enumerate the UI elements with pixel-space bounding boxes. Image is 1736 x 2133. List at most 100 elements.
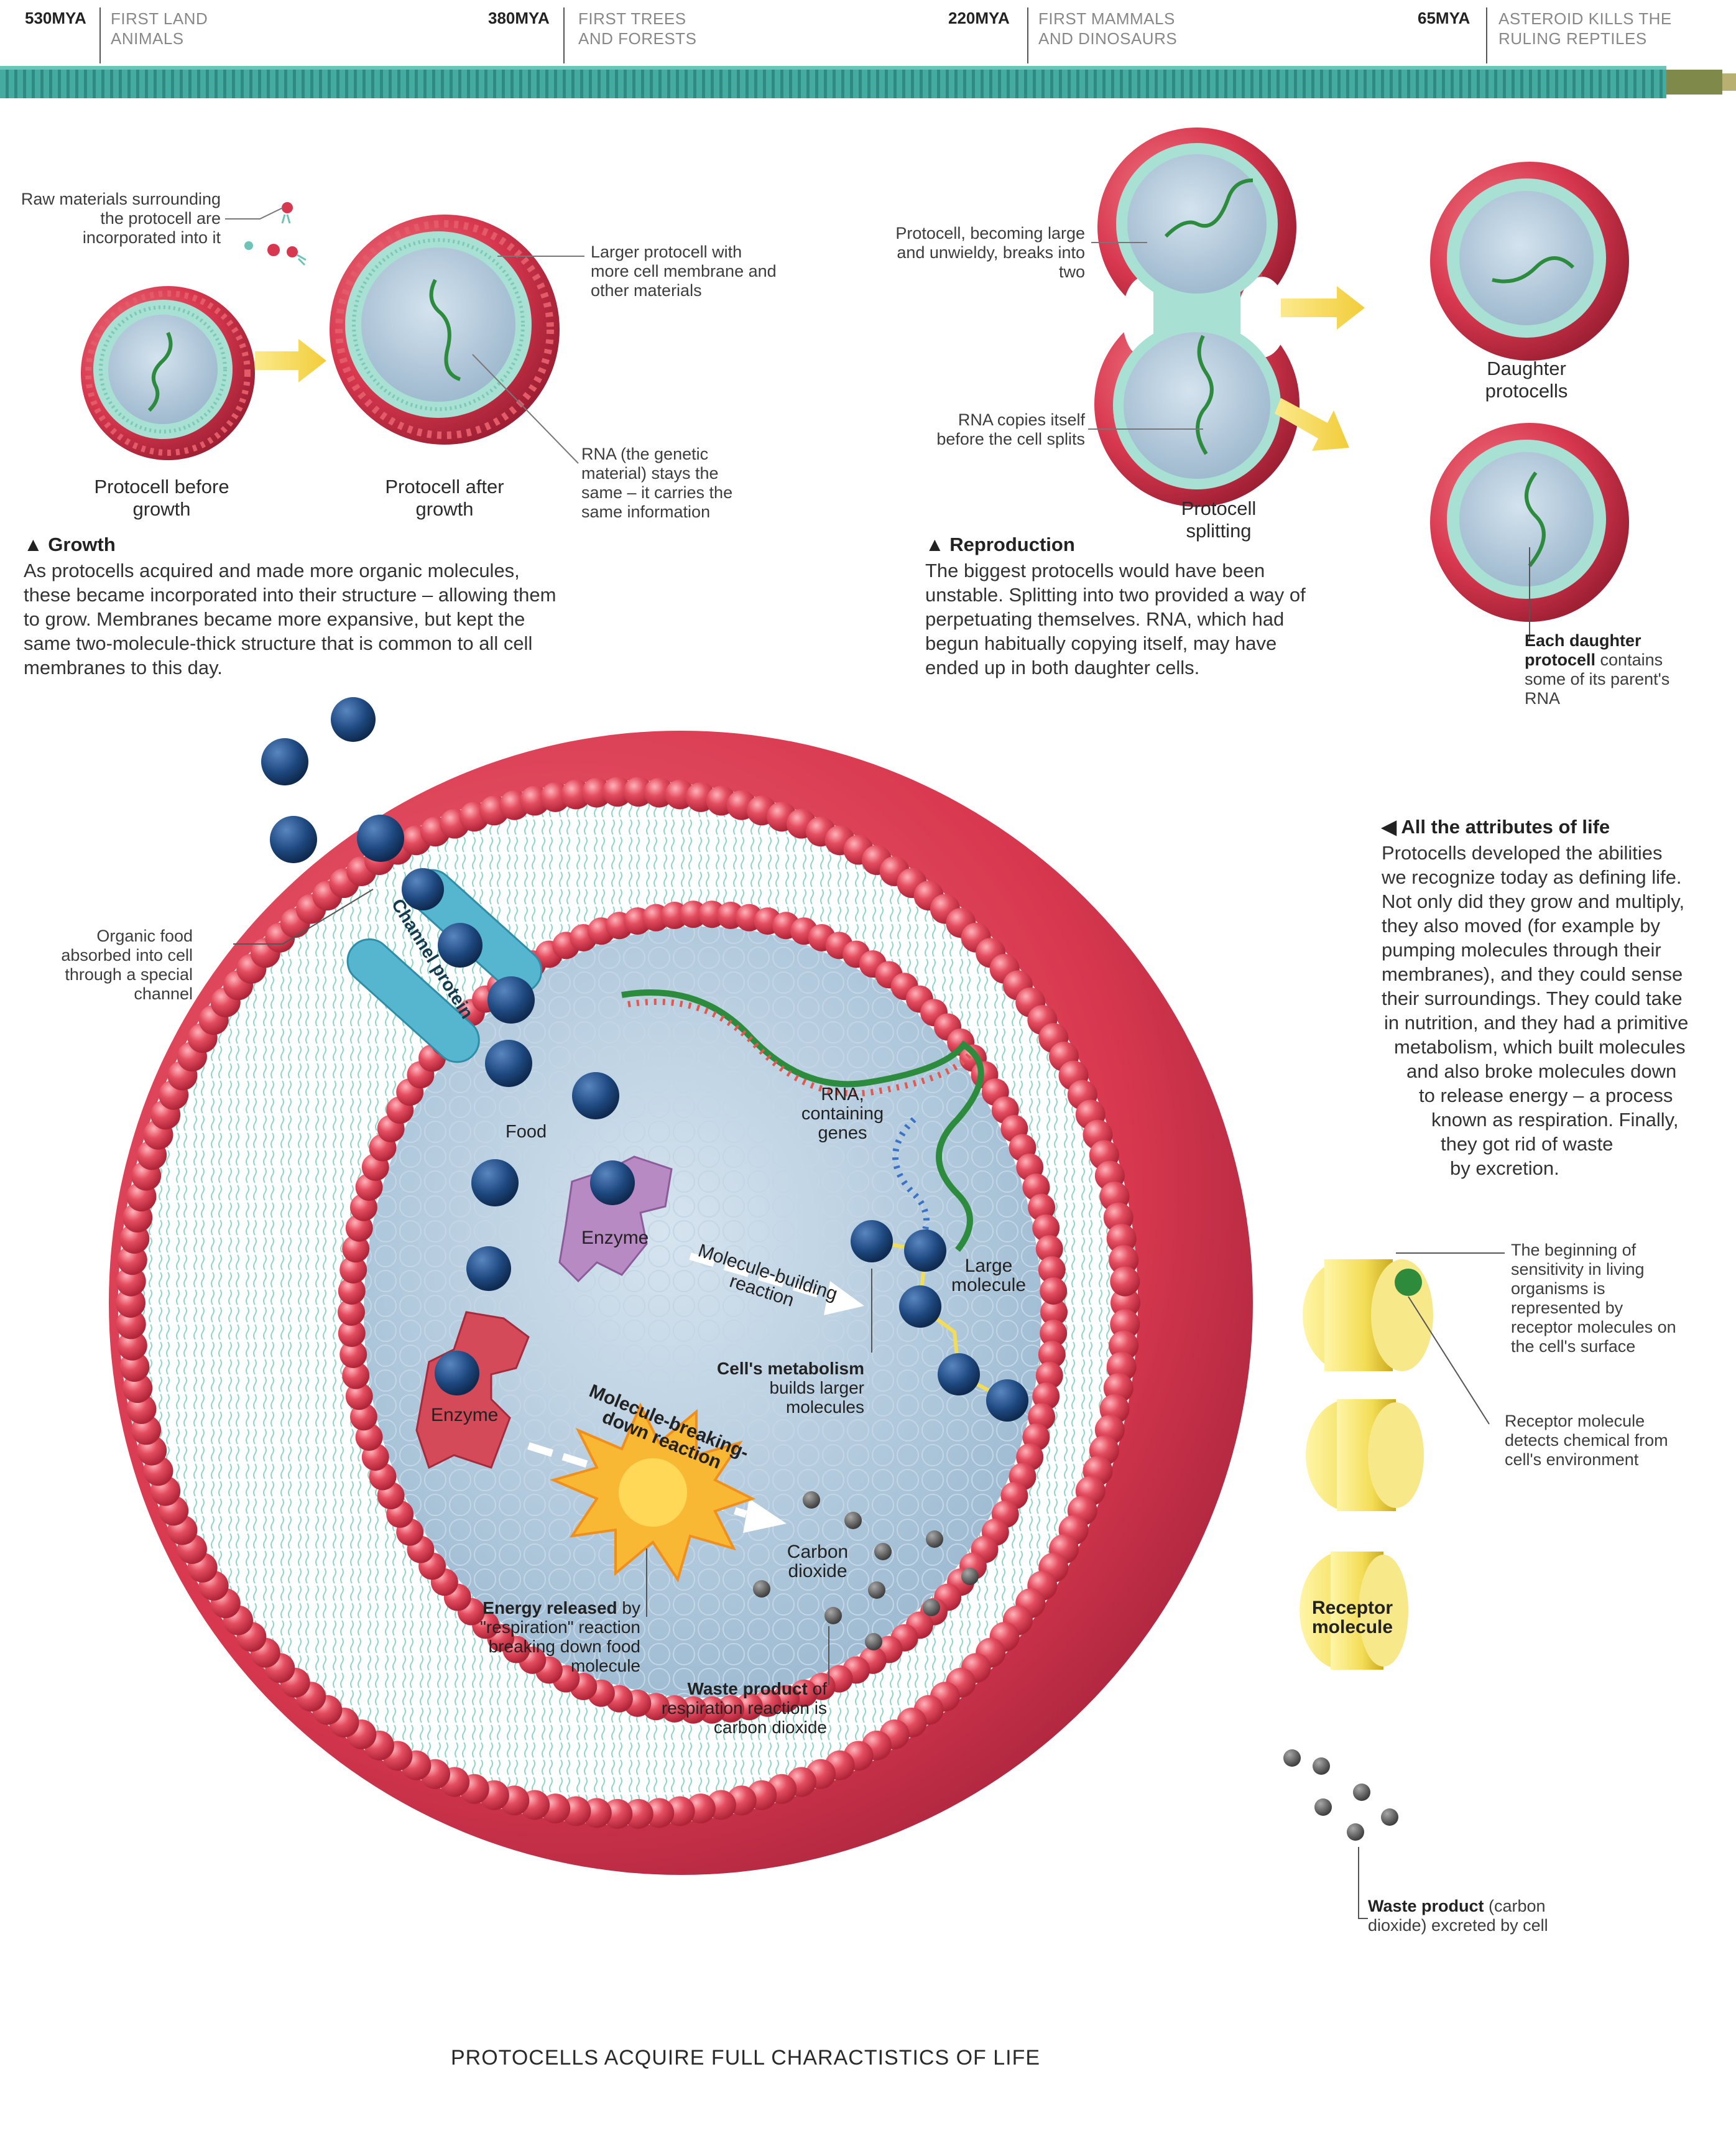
membrane-bead [1110, 1288, 1140, 1318]
before-growth-caption: Protocell before growth [94, 476, 229, 520]
food-molecules [261, 697, 619, 1291]
membrane-bead [1035, 1361, 1063, 1389]
timeline-tick [99, 7, 101, 63]
attributes-line: by excretion. [1450, 1157, 1559, 1179]
membrane-bead [603, 777, 633, 807]
membrane-bead [698, 1696, 726, 1724]
receptor-detects-label: Receptor molecule detects chemical from … [1505, 1412, 1668, 1469]
carbon-dioxide-molecules [753, 1491, 979, 1650]
membrane-bead [1110, 1309, 1140, 1339]
food-label: Food [506, 1122, 547, 1142]
protocell-before-growth [81, 286, 255, 460]
attributes-line: to release energy – a process [1419, 1085, 1673, 1106]
attributes-line: they also moved (for example by [1382, 915, 1660, 937]
membrane-bead [1035, 1235, 1063, 1263]
split-arrow-upper [1281, 286, 1365, 330]
protocell-after-growth [330, 215, 560, 445]
building-arrow [689, 1252, 864, 1315]
membrane-bead [1038, 1341, 1066, 1369]
enzyme-label-2: Enzyme [431, 1405, 499, 1425]
timeline-tick [1486, 7, 1487, 63]
attributes-line: we recognize today as defining life. [1382, 866, 1682, 888]
membrane-bead [338, 1320, 366, 1348]
outer-membrane-beads [116, 777, 1140, 1829]
attributes-line: metabolism, which built molecules [1394, 1036, 1686, 1058]
timeline-date: 220MYA [948, 9, 1010, 27]
attributes-line: their surroundings. They could take [1382, 988, 1683, 1009]
membrane-bead [345, 1382, 373, 1410]
attributes-line: pumping molecules through their [1382, 939, 1661, 961]
waste-excreted-label: Waste product (carbon dioxide) excreted … [1368, 1897, 1548, 1935]
attributes-line: they got rid of waste [1441, 1133, 1614, 1155]
enzyme-red [415, 1311, 530, 1469]
metabolism-label: Cell's metabolism builds larger molecule… [717, 1359, 864, 1417]
reproduction-text: The biggest protocells would have been u… [925, 560, 1306, 678]
rna-same-label: RNA (the genetic material) stays the sam… [581, 445, 733, 521]
large-molecule-label: Large molecule [951, 1256, 1027, 1295]
timeline-bar [0, 66, 1736, 98]
raw-materials [244, 202, 307, 266]
membrane-bead [1040, 1298, 1068, 1326]
larger-protocell-label: Larger protocell with more cell membrane… [591, 243, 777, 300]
large-molecule [851, 1220, 1028, 1422]
protocell-splitting [1094, 127, 1300, 507]
timeline-label: FIRST MAMMALS AND DINOSAURS [1038, 9, 1178, 48]
timeline-tick [1027, 7, 1028, 63]
membrane-bead [349, 1403, 377, 1431]
membrane-bead [117, 1330, 147, 1361]
timeline-label: ASTEROID KILLS THE RULING REPTILES [1498, 9, 1672, 48]
excreted-waste [1283, 1749, 1398, 1841]
top-illustrations [81, 127, 1629, 641]
enzyme-label-1: Enzyme [581, 1228, 649, 1248]
receptor-molecules [1300, 1259, 1433, 1670]
timeline-date: 65MYA [1418, 9, 1471, 27]
attributes-line: in nutrition, and they had a primitive [1384, 1012, 1689, 1034]
daughter-caption: Daughter protocells [1485, 358, 1568, 402]
attributes-line: known as respiration. Finally, [1431, 1109, 1679, 1131]
attributes-line: Not only did they grow and multiply, [1382, 891, 1685, 912]
chemical-signal [1395, 1269, 1422, 1296]
growth-heading: ▲ Growth [24, 534, 116, 555]
membrane-bead [1110, 1266, 1140, 1297]
membrane-bead [1040, 1277, 1068, 1305]
splitting-caption: Protocell splitting [1181, 497, 1257, 542]
membrane-bead [342, 1361, 370, 1389]
attributes-line: Protocells developed the abilities [1382, 842, 1663, 864]
inner-membrane-beads [338, 900, 1068, 1724]
membrane-bead [116, 1288, 145, 1318]
reproduction-heading: ▲ Reproduction [925, 534, 1075, 555]
timeline-date: 530MYA [25, 9, 86, 27]
attributes-line: membranes), and they could sense [1382, 963, 1683, 985]
receptor-inside-label: Receptor molecule [1312, 1598, 1393, 1637]
page-title: PROTOCELLS ACQUIRE FULL CHARACTISTICS OF… [451, 2046, 1041, 2070]
timeline-label: FIRST LAND ANIMALS [111, 9, 208, 48]
membrane-bead [1040, 1320, 1068, 1348]
energy-burst [550, 1402, 756, 1583]
membrane-bead [338, 1277, 366, 1305]
sensitivity-label: The beginning of sensitivity in living o… [1511, 1241, 1676, 1356]
growth-arrow [255, 339, 326, 382]
membrane-bead [339, 1256, 367, 1284]
membrane-bead [342, 1235, 370, 1263]
rna-genes-label: RNA, containing genes [801, 1085, 884, 1143]
daughter-protocell-lower [1430, 423, 1629, 622]
membrane-bead [116, 1266, 146, 1297]
membrane-bead [1032, 1214, 1060, 1242]
membrane-bead [338, 1298, 365, 1326]
membrane-bead [623, 1798, 653, 1829]
energy-released-label: Energy released by "respiration" reactio… [479, 1598, 640, 1675]
after-growth-caption: Protocell after growth [385, 476, 504, 520]
organic-food-label: Organic food absorbed into cell through … [61, 927, 193, 1003]
raw-materials-label: Raw materials surrounding the protocell … [21, 190, 221, 247]
growth-text: As protocells acquired and made more org… [24, 560, 556, 678]
membrane-bead [1032, 1382, 1060, 1410]
split-arrow-lower [1275, 398, 1349, 451]
timeline-tick [563, 7, 565, 63]
rna-strand [621, 989, 984, 1252]
timeline-date: 380MYA [488, 9, 550, 27]
attributes-heading: ◀ All the attributes of life [1382, 816, 1610, 838]
membrane-bead [679, 900, 707, 928]
rna-copies-label: RNA copies itself before the cell splits [936, 410, 1085, 448]
daughter-protocell-upper [1430, 162, 1629, 361]
